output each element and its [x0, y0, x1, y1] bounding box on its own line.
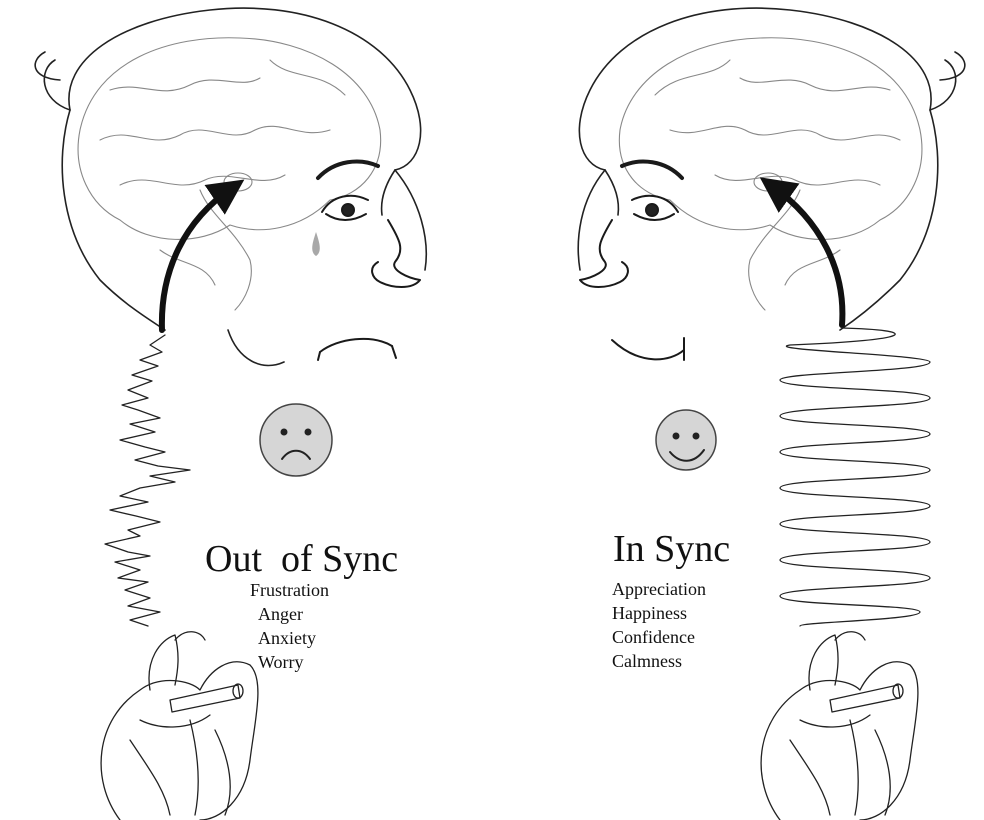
- right-signal-arrow: [772, 186, 842, 325]
- emotion-appreciation: Appreciation: [612, 577, 706, 601]
- emotion-happiness: Happiness: [612, 601, 706, 625]
- out-of-sync-emotions: Frustration Anger Anxiety Worry: [250, 578, 329, 674]
- left-face: [318, 162, 420, 360]
- emotion-frustration: Frustration: [250, 578, 329, 602]
- right-coherent-wave: [780, 328, 930, 626]
- right-brain: [619, 38, 922, 310]
- right-heart-anatomy: [761, 632, 918, 820]
- right-face: [580, 162, 684, 360]
- out-of-sync-title: Out of Sync: [205, 540, 398, 578]
- emotion-confidence: Confidence: [612, 625, 706, 649]
- left-brain: [78, 38, 381, 310]
- right-head-outline: [578, 8, 965, 330]
- in-sync-title: In Sync: [613, 530, 730, 568]
- left-signal-arrow: [162, 188, 232, 330]
- left-chaotic-wave: [105, 335, 190, 626]
- tear-icon: [312, 232, 320, 256]
- emotion-calmness: Calmness: [612, 649, 706, 673]
- sad-face-icon: [260, 404, 332, 476]
- emotion-worry: Worry: [250, 650, 329, 674]
- in-sync-emotions: Appreciation Happiness Confidence Calmne…: [612, 577, 706, 673]
- emotion-anger: Anger: [250, 602, 329, 626]
- emotion-anxiety: Anxiety: [250, 626, 329, 650]
- left-heart-anatomy: [101, 632, 258, 820]
